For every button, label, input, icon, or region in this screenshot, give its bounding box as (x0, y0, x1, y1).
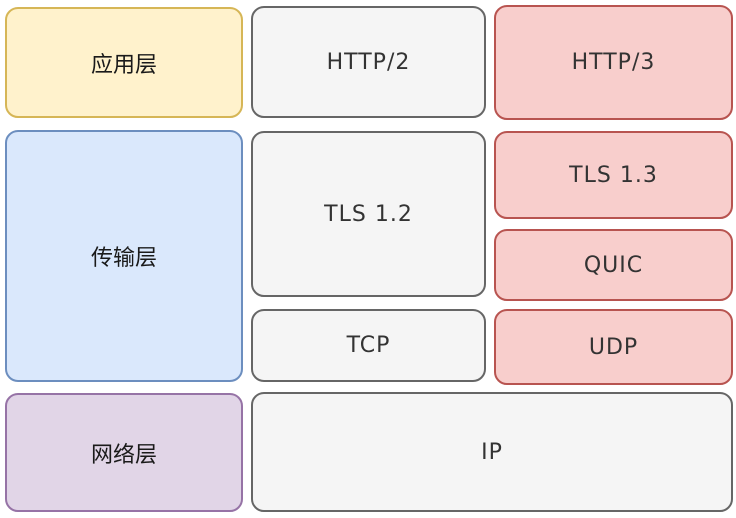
protocol-label-http3: HTTP/3 (571, 50, 656, 75)
protocol-box-http3: HTTP/3 (494, 5, 733, 120)
protocol-box-http2: HTTP/2 (251, 6, 486, 118)
protocol-label-tls12: TLS 1.2 (324, 201, 413, 227)
layer-box-application: 应用层 (5, 7, 243, 118)
protocol-label-http2: HTTP/2 (326, 49, 411, 75)
protocol-box-tls13: TLS 1.3 (494, 131, 733, 219)
layer-box-network: 网络层 (5, 393, 243, 512)
protocol-label-quic: QUIC (583, 252, 644, 278)
layer-label-application: 应用层 (90, 52, 157, 78)
layer-label-transport: 传输层 (90, 246, 157, 271)
layer-label-network: 网络层 (90, 442, 157, 468)
protocol-label-ip: IP (481, 439, 503, 465)
protocol-box-tls12: TLS 1.2 (251, 131, 486, 297)
protocol-box-udp: UDP (494, 309, 733, 385)
protocol-box-tcp: TCP (251, 309, 486, 382)
protocol-label-tcp: TCP (346, 333, 391, 358)
protocol-box-ip: IP (251, 392, 733, 512)
protocol-label-tls13: TLS 1.3 (569, 162, 658, 188)
protocol-box-quic: QUIC (494, 229, 733, 301)
layer-box-transport: 传输层 (5, 130, 243, 382)
protocol-label-udp: UDP (588, 334, 639, 360)
